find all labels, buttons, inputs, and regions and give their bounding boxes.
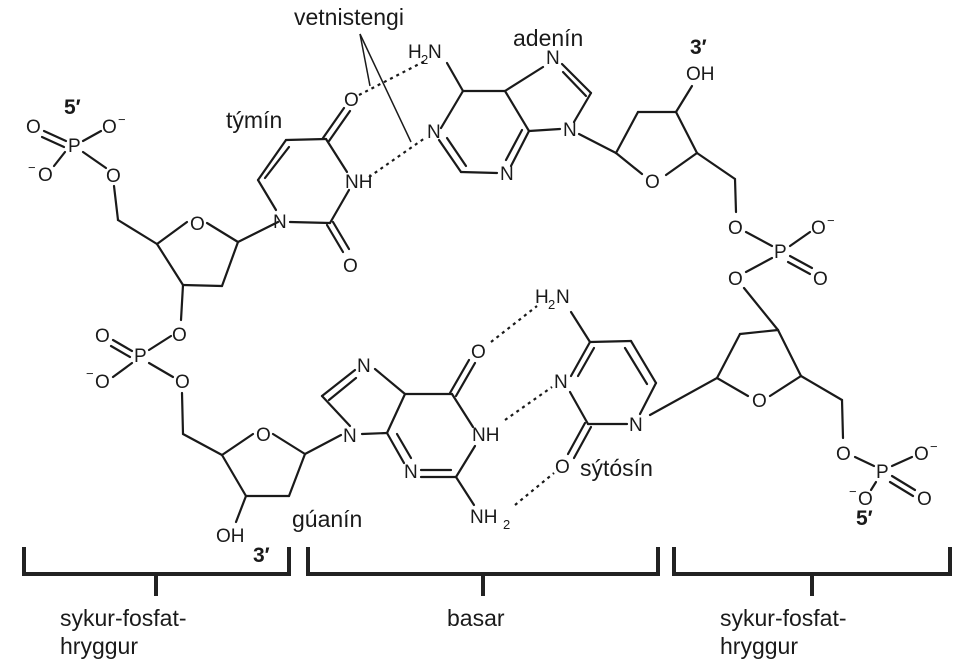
atom-p: P xyxy=(774,242,787,263)
amino-subscript: 2 xyxy=(421,52,428,67)
amino-subscript: 2 xyxy=(503,517,510,532)
bracket-left: sykur-fosfat- hryggur xyxy=(22,547,291,659)
three-prime-label: 3′ xyxy=(253,544,270,567)
atom-o: O xyxy=(175,372,190,393)
cytosine-label: sýtósín xyxy=(580,455,653,481)
cytosine-base: sýtósín H 2 N N N O xyxy=(535,287,658,481)
left-middle-phosphate: O O P O − O xyxy=(86,325,190,436)
left-bottom-deoxyribose: O OH 3′ xyxy=(181,425,343,567)
atom-o: O xyxy=(858,489,873,510)
amino-n: N xyxy=(428,42,442,63)
guanine-label: gúanín xyxy=(292,506,362,532)
atom-nh: NH xyxy=(345,172,372,193)
atom-nh: NH xyxy=(472,425,499,446)
right-middle-phosphate: O P O − O O xyxy=(728,213,835,332)
atom-p: P xyxy=(134,346,147,367)
atom-o: O xyxy=(95,372,110,393)
bracket-middle-label: basar xyxy=(447,605,505,631)
thymine-label: týmín xyxy=(226,107,282,133)
atom-o: O xyxy=(914,444,929,465)
atom-n: N xyxy=(546,48,560,69)
right-bottom-deoxyribose: O xyxy=(648,328,845,440)
ring-oxygen: O xyxy=(645,172,660,193)
amino-h: H xyxy=(408,42,422,63)
atom-o: O xyxy=(102,117,117,138)
atom-o: O xyxy=(38,165,53,186)
hydrogen-bond-label: vetnistengi xyxy=(294,4,404,30)
amino-group: NH xyxy=(470,507,497,528)
bracket-left-label-line1: sykur-fosfat- xyxy=(60,605,187,631)
three-prime-label: 3′ xyxy=(690,36,707,59)
bracket-middle: basar xyxy=(306,547,660,631)
ring-oxygen: O xyxy=(190,214,205,235)
atom-o: O xyxy=(26,117,41,138)
right-bottom-phosphate: O P O − O O − 5′ xyxy=(836,439,938,530)
left-top-phosphate: O P O − O − O 5′ xyxy=(26,96,126,222)
ring-oxygen: O xyxy=(256,425,271,446)
atom-o: O xyxy=(728,269,743,290)
atom-n: N xyxy=(273,212,287,233)
atom-o: O xyxy=(172,325,187,346)
hydroxyl-group: OH xyxy=(686,64,715,85)
amino-n: N xyxy=(556,287,570,308)
atom-n: N xyxy=(500,164,514,185)
charge-minus: − xyxy=(827,213,835,228)
carbonyl-oxygen: O xyxy=(344,90,359,111)
charge-minus: − xyxy=(28,160,36,175)
atom-o: O xyxy=(106,166,121,187)
carbonyl-oxygen: O xyxy=(471,342,486,363)
thymine-base: týmín N NH O O xyxy=(226,90,372,277)
bracket-left-label-line2: hryggur xyxy=(60,633,138,659)
left-top-deoxyribose: O xyxy=(116,214,280,322)
atom-n: N xyxy=(427,122,441,143)
carbonyl-oxygen: O xyxy=(343,256,358,277)
atom-n: N xyxy=(357,356,371,377)
guanine-cytosine-hydrogen-bonds xyxy=(490,305,555,506)
atom-o: O xyxy=(811,218,826,239)
adenine-base: adenín H 2 N N N N N xyxy=(408,25,618,185)
atom-o: O xyxy=(95,326,110,347)
five-prime-label: 5′ xyxy=(64,96,81,119)
charge-minus: − xyxy=(930,439,938,454)
atom-n: N xyxy=(343,426,357,447)
charge-minus: − xyxy=(118,112,126,127)
bracket-right-label-line2: hryggur xyxy=(720,633,798,659)
five-prime-label: 5′ xyxy=(856,507,873,530)
guanine-base: gúanín N N N NH O NH 2 xyxy=(292,342,510,532)
ring-oxygen: O xyxy=(752,391,767,412)
adenine-label: adenín xyxy=(513,25,583,51)
hydrogen-bond-callout: vetnistengi xyxy=(294,4,412,143)
atom-n: N xyxy=(404,462,418,483)
atom-n: N xyxy=(554,372,568,393)
atom-n: N xyxy=(629,415,643,436)
adenine-thymine-hydrogen-bonds xyxy=(358,60,426,178)
right-top-deoxyribose: 3′ OH O xyxy=(614,36,738,214)
atom-p: P xyxy=(876,462,889,483)
atom-o: O xyxy=(813,269,828,290)
hydroxyl-group: OH xyxy=(216,526,245,547)
atom-o: O xyxy=(728,218,743,239)
atom-p: P xyxy=(68,136,81,157)
amino-subscript: 2 xyxy=(548,297,555,312)
atom-o: O xyxy=(836,444,851,465)
bracket-right: sykur-fosfat- hryggur xyxy=(672,547,952,659)
carbonyl-oxygen: O xyxy=(555,457,570,478)
bracket-right-label-line1: sykur-fosfat- xyxy=(720,605,847,631)
atom-n: N xyxy=(563,120,577,141)
atom-o: O xyxy=(917,489,932,510)
charge-minus: − xyxy=(86,366,94,381)
amino-h: H xyxy=(535,287,549,308)
charge-minus: − xyxy=(849,484,857,499)
